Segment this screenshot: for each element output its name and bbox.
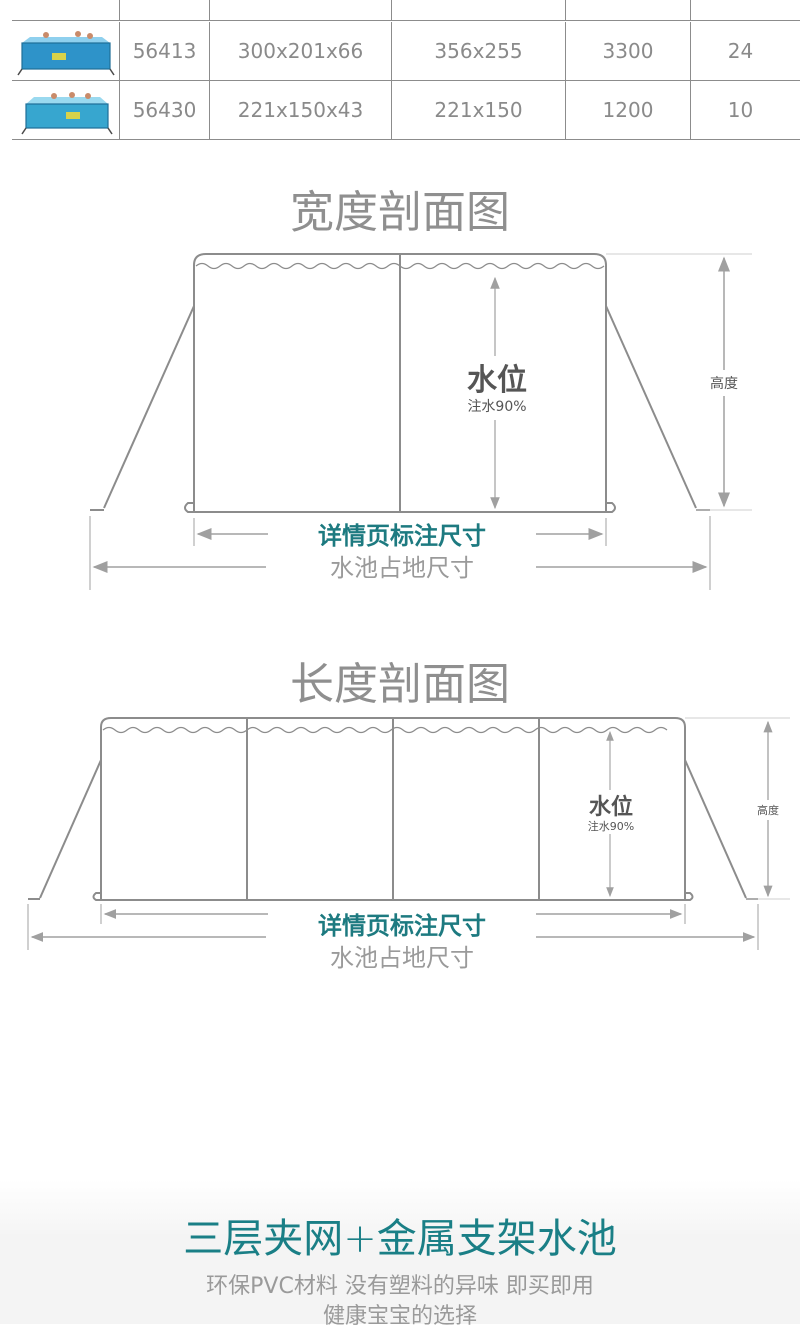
height-label: 高度 xyxy=(710,375,738,392)
width-section-title: 宽度剖面图 xyxy=(290,187,510,238)
size-cell: 221x150x43 xyxy=(209,81,391,139)
water-fill-label: 注水90% xyxy=(588,819,634,833)
model-cell: 56413 xyxy=(119,22,209,80)
capacity-cell: 771 xyxy=(565,0,690,20)
footprint-size-label: 水池占地尺寸 xyxy=(330,944,474,972)
promo-subtitle-line1: 环保PVC材料 没有塑料的异味 即买即用 xyxy=(206,1274,594,1299)
water-level-label: 水位 xyxy=(589,794,633,820)
promo-section: 三层夹网+金属支架水池 环保PVC材料 没有塑料的异味 即买即用 健康宝宝的选择 xyxy=(0,1180,800,1329)
count-cell: 8 xyxy=(690,0,790,20)
length-section-title: 长度剖面图 xyxy=(290,659,510,710)
size-cell: 300x201x66 xyxy=(209,22,391,80)
footprint-size-label: 水池占地尺寸 xyxy=(330,554,474,582)
pool-thumbnail xyxy=(12,81,119,139)
model-cell: 56430 xyxy=(119,81,209,139)
water-fill-label: 注水90% xyxy=(467,399,526,415)
table-row: 56218 163x163x35.5 163x163 771 8 xyxy=(12,0,800,21)
promo-title: 三层夹网+金属支架水池 xyxy=(183,1216,617,1262)
promo-subtitle-line2: 健康宝宝的选择 xyxy=(322,1304,477,1329)
height-label: 高度 xyxy=(757,803,779,817)
water-level-label: 水位 xyxy=(467,363,527,398)
capacity-cell: 3300 xyxy=(565,22,690,80)
model-cell: 56218 xyxy=(119,0,209,20)
width-cross-section-diagram: 高度 水位 注水90% 详情页标注尺寸 水池占地尺寸 xyxy=(89,253,752,590)
table-row: 56430 221x150x43 221x150 1200 10 xyxy=(12,81,800,140)
table-row: 56413 300x201x66 356x255 3300 24 xyxy=(12,22,800,81)
length-cross-section-diagram: 高度 水位 注水90% 详情页标注尺寸 水池占地尺寸 xyxy=(27,717,790,972)
footprint-cell: 221x150 xyxy=(391,81,565,139)
detail-size-label: 详情页标注尺寸 xyxy=(318,522,486,550)
detail-size-label: 详情页标注尺寸 xyxy=(318,912,486,940)
pool-thumbnail xyxy=(12,22,119,80)
pool-thumbnail xyxy=(12,0,119,20)
size-cell: 163x163x35.5 xyxy=(209,0,391,20)
count-cell: 24 xyxy=(690,22,790,80)
footprint-cell: 356x255 xyxy=(391,22,565,80)
footprint-cell: 163x163 xyxy=(391,0,565,20)
count-cell: 10 xyxy=(690,81,790,139)
spec-table: 56218 163x163x35.5 163x163 771 8 56413 3… xyxy=(12,0,800,140)
capacity-cell: 1200 xyxy=(565,81,690,139)
